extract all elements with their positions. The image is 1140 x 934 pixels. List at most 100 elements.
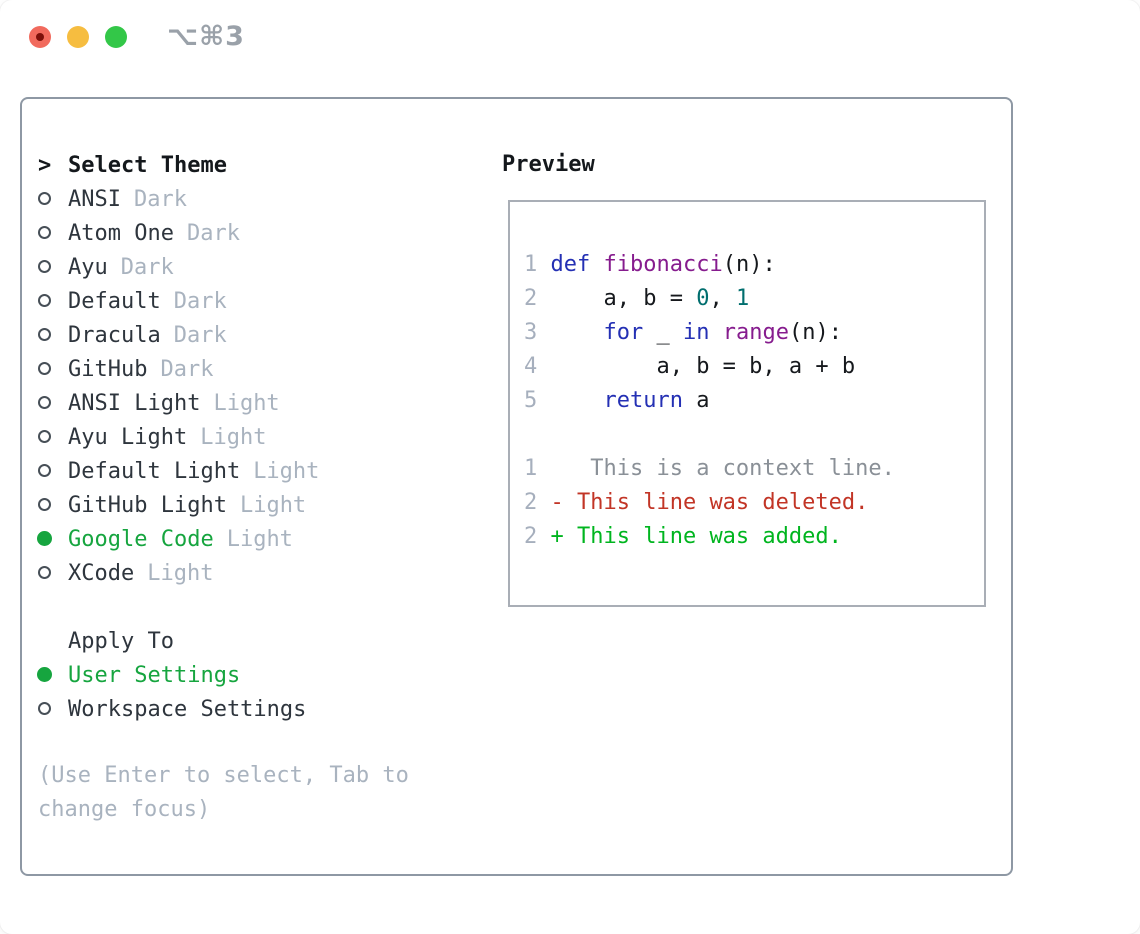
theme-variant-badge: Light xyxy=(253,458,320,484)
minimize-button[interactable] xyxy=(67,26,89,48)
theme-variant-badge: Dark xyxy=(160,356,214,382)
theme-option[interactable]: Google Code Light xyxy=(37,522,319,556)
theme-option[interactable]: Dracula Dark xyxy=(38,318,319,352)
apply-to-spacer xyxy=(38,629,68,654)
radio-icon xyxy=(38,566,52,580)
line-number: 4 xyxy=(524,354,551,379)
theme-option-label: ANSI xyxy=(68,186,121,212)
code-token xyxy=(551,320,604,345)
theme-option-label: Default xyxy=(68,288,161,314)
theme-option[interactable]: Ayu Light Light xyxy=(38,420,319,454)
theme-variant-badge: Dark xyxy=(186,220,240,246)
code-token: _ xyxy=(643,320,683,345)
radio-selected-icon xyxy=(37,667,52,682)
preview-code-line: 1 def fibonacci(n): xyxy=(524,248,984,282)
line-number: 2 xyxy=(524,286,551,311)
apply-option-label: User Settings xyxy=(68,662,241,688)
radio-icon xyxy=(38,396,52,410)
theme-option-label: GitHub xyxy=(68,356,148,382)
preview-code-line: 4 a, b = b, a + b xyxy=(524,350,984,384)
titlebar: ⌥⌘3 xyxy=(0,0,1140,74)
theme-option-label: Ayu xyxy=(68,254,108,280)
radio-icon xyxy=(38,192,52,206)
line-number: 1 xyxy=(524,252,551,277)
theme-option-label: ANSI Light xyxy=(68,390,201,416)
preview-code-line: 2 + This line was added. xyxy=(524,520,984,554)
code-token: fibonacci xyxy=(603,252,723,277)
theme-variant-badge: Light xyxy=(213,390,280,416)
code-token xyxy=(590,252,603,277)
theme-option[interactable]: GitHub Light Light xyxy=(38,488,319,522)
line-number: 5 xyxy=(524,388,551,413)
theme-variant-badge: Light xyxy=(200,424,267,450)
close-dot-icon xyxy=(36,33,44,41)
radio-icon xyxy=(38,226,52,240)
code-token: a, b = b, a + b xyxy=(550,354,856,379)
preview-code-line: 5 return a xyxy=(524,384,984,418)
code-token: (n): xyxy=(722,252,776,277)
zoom-button[interactable] xyxy=(105,26,127,48)
window-title: ⌥⌘3 xyxy=(167,21,245,52)
theme-option[interactable]: GitHub Dark xyxy=(38,352,319,386)
theme-option-label: GitHub Light xyxy=(68,492,227,518)
theme-variant-badge: Dark xyxy=(133,186,187,212)
theme-option-label: Google Code xyxy=(68,526,214,552)
preview-code-line xyxy=(524,418,984,452)
theme-option-label: Ayu Light xyxy=(68,424,188,450)
apply-option[interactable]: User Settings xyxy=(37,658,306,692)
code-token: a, b = xyxy=(550,286,697,311)
theme-option[interactable]: ANSI Light Light xyxy=(38,386,319,420)
theme-option[interactable]: Atom One Dark xyxy=(38,216,319,250)
radio-icon xyxy=(38,294,52,308)
code-token: a xyxy=(682,388,710,413)
line-number xyxy=(524,422,551,447)
code-token: , xyxy=(709,286,736,311)
theme-menu-title: Select Theme xyxy=(68,152,227,178)
line-number: 2 xyxy=(524,490,551,515)
theme-option-label: XCode xyxy=(68,560,135,586)
code-token: - This line was deleted. xyxy=(550,490,869,515)
code-token: range xyxy=(722,320,789,345)
theme-option[interactable]: XCode Light xyxy=(38,556,319,590)
apply-to-header: Apply To xyxy=(38,624,306,658)
code-token: for xyxy=(603,320,644,345)
theme-option-label: Atom One xyxy=(68,220,174,246)
radio-icon xyxy=(38,702,52,716)
code-token xyxy=(709,320,722,345)
preview-code-line: 1 This is a context line. xyxy=(524,452,984,486)
line-number: 2 xyxy=(524,524,551,549)
close-button[interactable] xyxy=(29,26,51,48)
theme-variant-badge: Dark xyxy=(173,322,227,348)
theme-variant-badge: Light xyxy=(239,492,307,518)
code-token: (n): xyxy=(788,320,842,345)
theme-option[interactable]: Default Dark xyxy=(38,284,319,318)
radio-icon xyxy=(38,328,52,342)
apply-option[interactable]: Workspace Settings xyxy=(38,692,306,726)
theme-menu-header: > Select Theme xyxy=(38,148,319,182)
code-token: + This line was added. xyxy=(550,524,842,549)
radio-icon xyxy=(38,260,52,274)
help-text: (Use Enter to select, Tab to change focu… xyxy=(38,763,409,822)
apply-to-title: Apply To xyxy=(68,628,174,654)
theme-variant-badge: Light xyxy=(226,526,293,552)
theme-option[interactable]: Ayu Dark xyxy=(38,250,319,284)
code-token: in xyxy=(682,320,710,345)
code-token: return xyxy=(603,388,683,413)
theme-variant-badge: Dark xyxy=(120,254,174,280)
code-token: 0 xyxy=(696,286,710,311)
preview-header: Preview xyxy=(502,152,595,177)
theme-variant-badge: Dark xyxy=(173,288,227,314)
code-token: def xyxy=(550,252,591,277)
theme-option-label: Dracula xyxy=(68,322,161,348)
selection-cursor-icon: > xyxy=(38,152,52,178)
theme-option[interactable]: ANSI Dark xyxy=(38,182,319,216)
line-number: 1 xyxy=(524,456,551,481)
theme-variant-badge: Light xyxy=(147,560,214,586)
